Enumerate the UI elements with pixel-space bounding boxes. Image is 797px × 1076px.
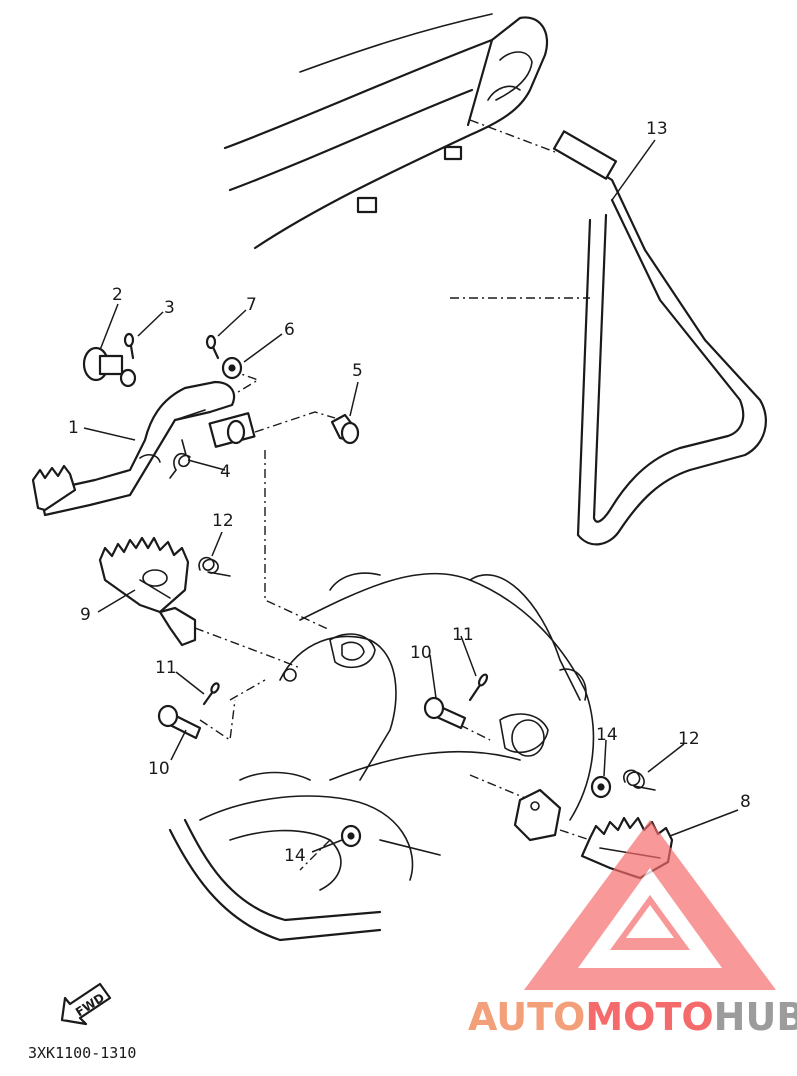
callout-leaders bbox=[83, 139, 739, 853]
diagram-code: 3XK1100-1310 bbox=[28, 1044, 136, 1062]
callout-7: 7 bbox=[246, 295, 257, 315]
pedal-shaft-2 bbox=[82, 346, 137, 388]
cotter-pin-11a bbox=[202, 682, 220, 706]
callout-8: 8 bbox=[740, 792, 751, 812]
footrest-spring-12a bbox=[198, 556, 231, 577]
cotter-pin-3 bbox=[123, 332, 135, 360]
callout-3: 3 bbox=[164, 298, 175, 318]
footrest-9 bbox=[98, 536, 197, 647]
watermark-part3: HUB bbox=[714, 995, 797, 1039]
watermark-text: AUTOMOTOHUB bbox=[468, 995, 797, 1039]
footrest-spring-12b bbox=[623, 769, 656, 791]
watermark-part2: MOTO bbox=[585, 995, 713, 1039]
callout-4: 4 bbox=[220, 462, 231, 482]
washer-6 bbox=[221, 356, 243, 380]
fwd-arrow-icon: FWD bbox=[60, 982, 112, 1026]
callout-2: 2 bbox=[112, 285, 123, 305]
side-stand bbox=[450, 119, 767, 546]
callout-12a: 12 bbox=[212, 511, 234, 531]
callout-14a: 14 bbox=[284, 846, 306, 866]
callout-1: 1 bbox=[68, 418, 79, 438]
callout-10b: 10 bbox=[410, 643, 432, 663]
callout-6: 6 bbox=[284, 320, 295, 340]
cotter-pin-11b bbox=[468, 673, 489, 702]
return-spring-4 bbox=[169, 439, 191, 479]
callout-5: 5 bbox=[352, 361, 363, 381]
washer-14b bbox=[590, 775, 612, 799]
callout-12b: 12 bbox=[678, 729, 700, 749]
washer-14a bbox=[340, 824, 362, 848]
callout-9: 9 bbox=[80, 605, 91, 625]
cotter-pin-7 bbox=[205, 334, 220, 360]
callout-11b: 11 bbox=[452, 625, 474, 645]
callout-13: 13 bbox=[646, 119, 668, 139]
svg-text:AUTOMOTOHUB: AUTOMOTOHUB bbox=[468, 995, 797, 1039]
pivot-bolt-5 bbox=[330, 413, 360, 445]
callout-11a: 11 bbox=[155, 658, 177, 678]
watermark-part1: AUTO bbox=[468, 995, 585, 1039]
callout-14b: 14 bbox=[596, 725, 618, 745]
watermark-logo bbox=[524, 820, 776, 990]
assembly-lines bbox=[194, 369, 591, 871]
brake-pedal bbox=[31, 380, 256, 517]
lower-frame bbox=[168, 572, 595, 942]
swingarm-frame bbox=[223, 13, 549, 250]
callout-labels: 1 2 3 4 5 6 7 8 9 10 10 11 11 12 12 13 1… bbox=[68, 119, 751, 866]
footrest-pin-10b bbox=[423, 696, 467, 730]
bracket-right bbox=[513, 788, 562, 842]
callout-10a: 10 bbox=[148, 759, 170, 779]
footrest-pin-10a bbox=[157, 704, 202, 740]
